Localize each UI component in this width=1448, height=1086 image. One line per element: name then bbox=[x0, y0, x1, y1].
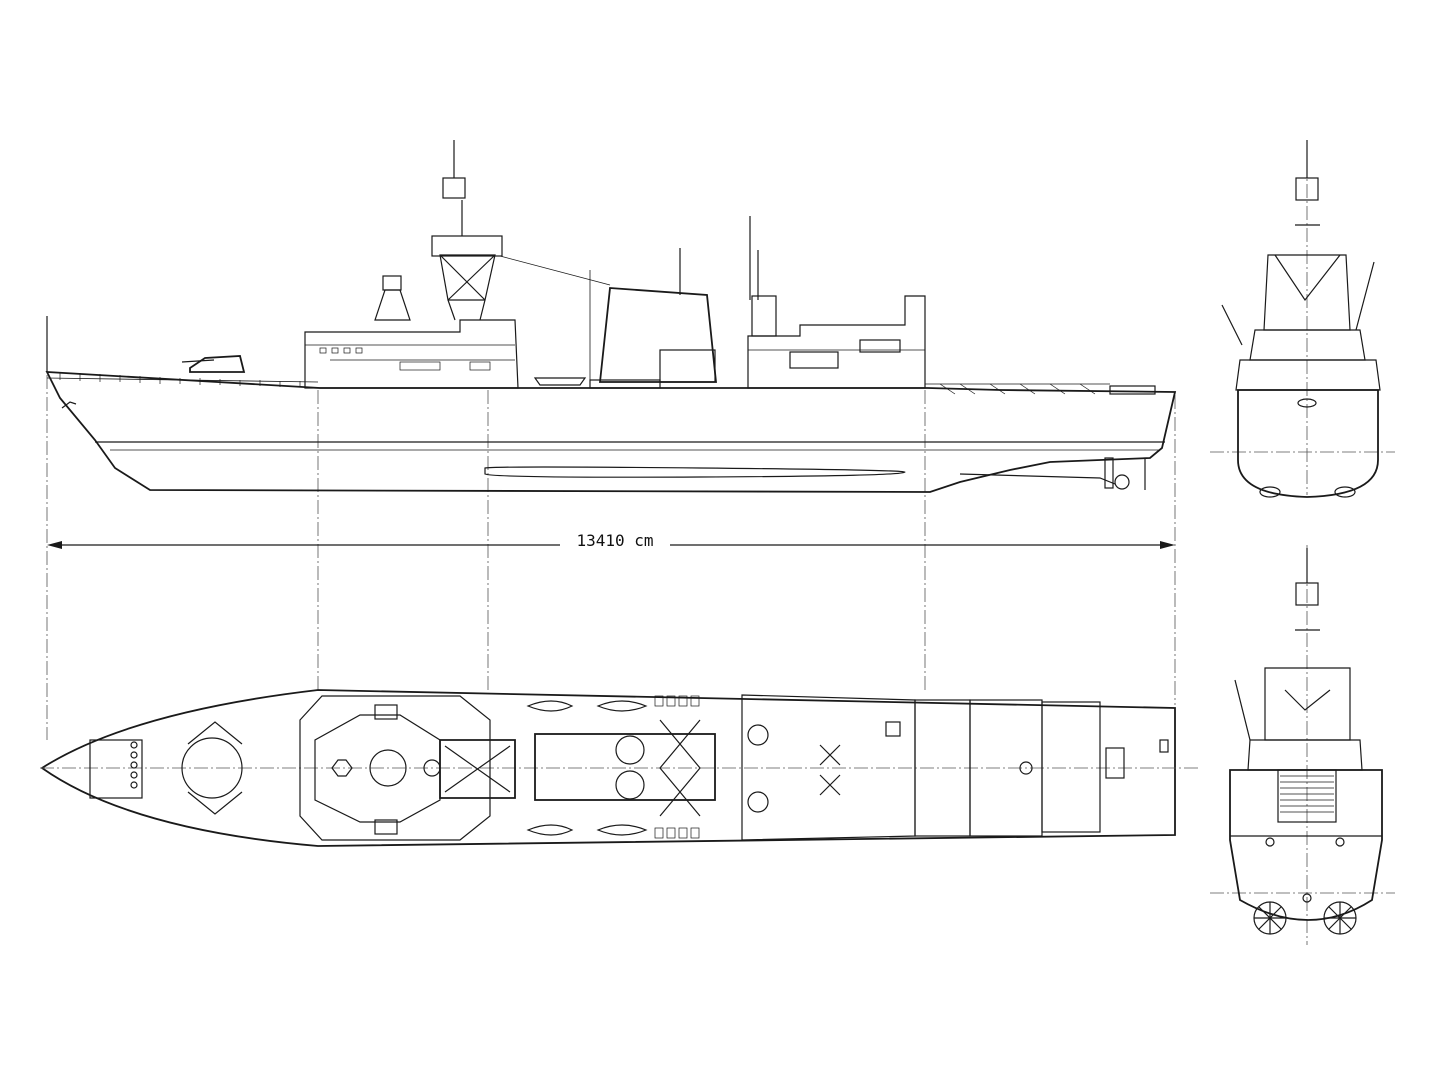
bow-view bbox=[1210, 140, 1395, 498]
propeller-icon bbox=[1253, 901, 1287, 935]
arrow-right-icon bbox=[1160, 541, 1175, 549]
side-elevation bbox=[45, 140, 1177, 493]
propeller-icon bbox=[1323, 901, 1357, 935]
length-dimension bbox=[47, 541, 1175, 549]
length-dimension-label: 13410 cm bbox=[560, 531, 670, 550]
arrow-left-icon bbox=[47, 541, 62, 549]
plan-view bbox=[40, 689, 1200, 847]
reference-lines bbox=[46, 375, 1176, 740]
stern-view bbox=[1210, 545, 1395, 945]
